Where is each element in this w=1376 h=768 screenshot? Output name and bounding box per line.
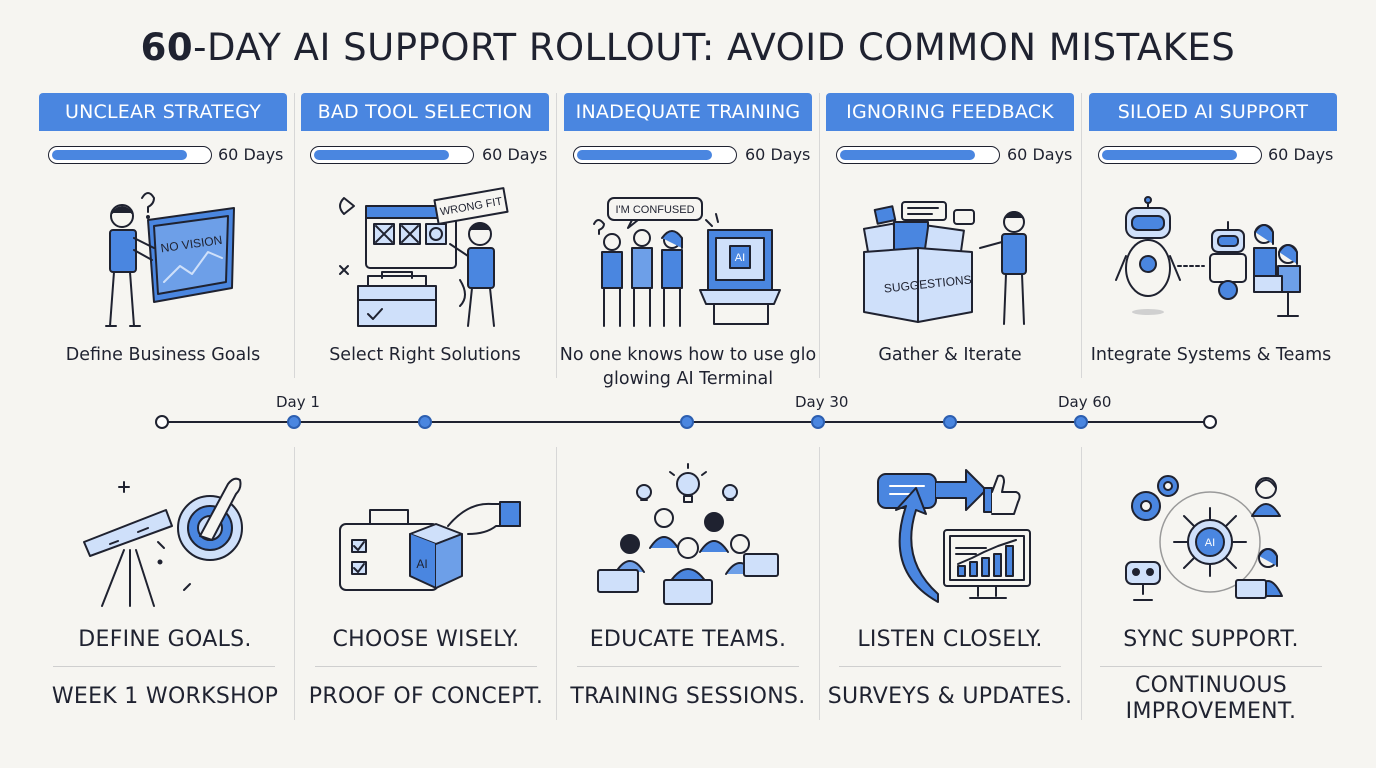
progress-label: 60 Days bbox=[482, 145, 548, 164]
detail-training-sessions: TRAINING SESSIONS. bbox=[570, 684, 806, 709]
progress-fill bbox=[577, 150, 712, 160]
column-divider bbox=[294, 93, 295, 378]
progress-fill bbox=[840, 150, 975, 160]
ai-hub-text: AI bbox=[1205, 537, 1215, 549]
caption-integrate-systems-teams: Integrate Systems & Teams bbox=[1090, 345, 1332, 365]
header-inadequate-training: INADEQUATE TRAINING bbox=[564, 93, 812, 131]
detail-week-1-workshop: WEEK 1 WORKSHOP bbox=[51, 684, 279, 709]
page-title: 60-DAY AI SUPPORT ROLLOUT: AVOID COMMON … bbox=[140, 26, 1236, 69]
robot-team-icon bbox=[1115, 196, 1301, 317]
confused-bubble-text: I'M CONFUSED bbox=[615, 204, 694, 216]
action-educate-teams: EDUCATE TEAMS. bbox=[589, 627, 787, 652]
progress-bar bbox=[48, 146, 212, 164]
separator bbox=[1100, 666, 1322, 667]
separator bbox=[315, 666, 537, 667]
column-divider bbox=[1081, 447, 1082, 720]
ai-hub-network-icon: AI bbox=[1125, 475, 1283, 601]
progress-label: 60 Days bbox=[218, 145, 284, 164]
header-unclear-strategy: UNCLEAR STRATEGY bbox=[39, 93, 287, 131]
action-choose-wisely: CHOOSE WISELY. bbox=[332, 627, 520, 652]
column-divider bbox=[556, 447, 557, 720]
team-laptops-ideas-icon bbox=[597, 463, 779, 605]
progress-label: 60 Days bbox=[1268, 145, 1334, 164]
feedback-loop-chart-icon bbox=[877, 469, 1031, 603]
confused-team-terminal-icon: I'M CONFUSED AI bbox=[593, 197, 781, 327]
header-siloed-ai-support: SILOED AI SUPPORT bbox=[1089, 93, 1337, 131]
progress-fill bbox=[314, 150, 449, 160]
column-divider bbox=[294, 447, 295, 720]
timeline-label-day-30: Day 30 bbox=[795, 393, 849, 411]
detail-continuous-improvement: CONTINUOUS IMPROVEMENT. bbox=[1125, 673, 1297, 724]
timeline-dot bbox=[680, 415, 694, 429]
toolbox-wrong-fit-icon: WRONG FIT bbox=[339, 187, 509, 327]
progress-fill bbox=[1102, 150, 1237, 160]
timeline-label-day-60: Day 60 bbox=[1058, 393, 1112, 411]
ai-box-hand-icon: AI bbox=[339, 501, 521, 591]
column-divider bbox=[556, 93, 557, 378]
action-define-goals: DEFINE GOALS. bbox=[78, 627, 252, 652]
separator bbox=[839, 666, 1061, 667]
detail-proof-of-concept: PROOF OF CONCEPT. bbox=[308, 684, 544, 709]
progress-label: 60 Days bbox=[745, 145, 811, 164]
action-sync-support: SYNC SUPPORT. bbox=[1123, 627, 1299, 652]
map-vision-icon: NO VISION bbox=[105, 192, 235, 327]
column-divider bbox=[1081, 93, 1082, 378]
progress-bar bbox=[1098, 146, 1262, 164]
caption-select-right-solutions: Select Right Solutions bbox=[329, 345, 521, 365]
timeline-dot-start bbox=[155, 415, 169, 429]
caption-gather-iterate: Gather & Iterate bbox=[878, 345, 1022, 365]
timeline-dot bbox=[418, 415, 432, 429]
separator bbox=[53, 666, 275, 667]
ai-box-text: AI bbox=[416, 557, 427, 571]
timeline-dot bbox=[811, 415, 825, 429]
progress-bar bbox=[310, 146, 474, 164]
progress-label: 60 Days bbox=[1007, 145, 1073, 164]
header-ignoring-feedback: IGNORING FEEDBACK bbox=[826, 93, 1074, 131]
progress-bar bbox=[836, 146, 1000, 164]
suggestions-box-icon: SUGGESTIONS bbox=[862, 201, 1027, 325]
caption-define-business-goals: Define Business Goals bbox=[65, 345, 261, 365]
timeline-dot bbox=[287, 415, 301, 429]
timeline-dot bbox=[1074, 415, 1088, 429]
progress-bar bbox=[573, 146, 737, 164]
terminal-screen-text: AI bbox=[735, 252, 745, 264]
header-bad-tool-selection: BAD TOOL SELECTION bbox=[301, 93, 549, 131]
column-divider bbox=[819, 447, 820, 720]
telescope-target-icon bbox=[83, 477, 243, 607]
timeline-dot-end bbox=[1203, 415, 1217, 429]
detail-surveys-updates: SURVEYS & UPDATES. bbox=[827, 684, 1073, 709]
progress-fill bbox=[52, 150, 187, 160]
separator bbox=[577, 666, 799, 667]
column-divider bbox=[819, 93, 820, 378]
action-listen-closely: LISTEN CLOSELY. bbox=[857, 627, 1043, 652]
timeline-label-day-1: Day 1 bbox=[276, 393, 320, 411]
caption-no-one-knows: No one knows how to use glo glowing AI T… bbox=[559, 345, 817, 389]
timeline-dot bbox=[943, 415, 957, 429]
